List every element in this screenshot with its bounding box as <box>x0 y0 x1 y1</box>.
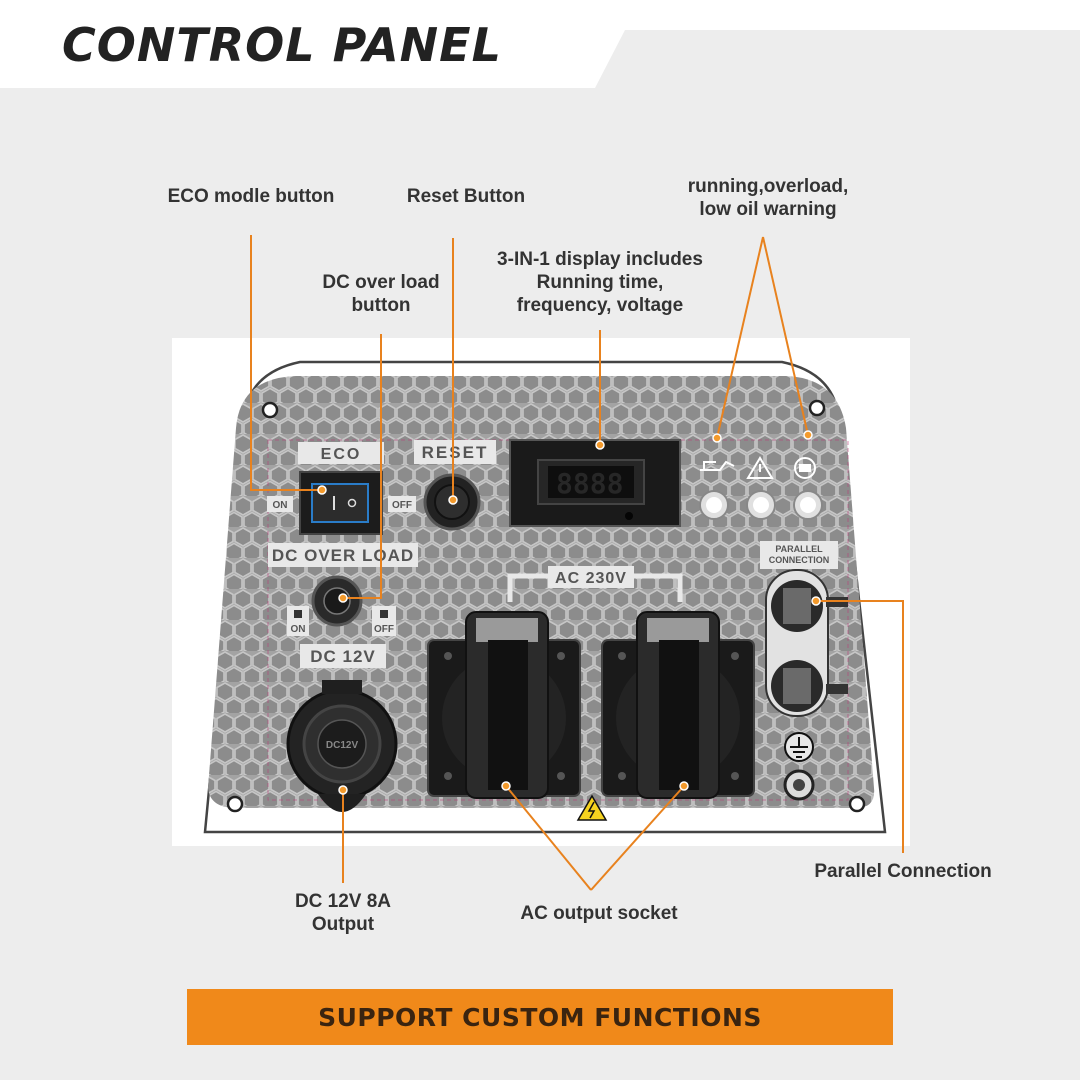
display-digits: 8888 <box>556 467 623 500</box>
running-indicator-icon <box>794 457 816 479</box>
parallel-label-2: CONNECTION <box>769 555 830 565</box>
parallel-label-1: PARALLEL <box>775 544 823 554</box>
indicator-lamps <box>699 490 823 520</box>
oil-warning-icon <box>700 460 735 471</box>
overload-warning-icon <box>746 456 774 479</box>
high-voltage-warning-icon <box>576 794 608 821</box>
ac-socket-left <box>427 611 581 799</box>
callout-dc-overload: DC over load button <box>322 272 440 316</box>
dc12-cap-label: DC12V <box>326 740 359 751</box>
svg-text:8888: 8888 <box>556 467 623 500</box>
breaker-on-label: ON <box>291 624 306 635</box>
screw-icon <box>226 795 244 813</box>
callout-warning-lamps: running,overload, low oil warning <box>687 176 849 220</box>
eco-on-label: ON <box>273 500 288 511</box>
ac-label: AC 230V <box>555 570 627 587</box>
callout-reset-button: Reset Button <box>406 186 526 207</box>
callout-parallel-connection: Parallel Connection <box>814 861 992 882</box>
eco-label: ECO <box>321 446 362 463</box>
screw-icon <box>261 401 279 419</box>
screw-icon <box>808 399 826 417</box>
header-band <box>0 0 1080 88</box>
banner-text: SUPPORT CUSTOM FUNCTIONS <box>318 1002 762 1032</box>
dc-overload-label: DC OVER LOAD <box>272 546 414 565</box>
callout-display: 3-IN-1 display includes Running time, fr… <box>497 249 703 316</box>
dc12-label: DC 12V <box>310 647 376 666</box>
callout-dc-output: DC 12V 8A Output <box>294 891 392 935</box>
ac-socket-right <box>601 611 755 799</box>
breaker-off-label: OFF <box>374 624 394 635</box>
custom-functions-banner: SUPPORT CUSTOM FUNCTIONS <box>187 989 893 1045</box>
page-title: CONTROL PANEL <box>62 18 502 72</box>
callout-eco-button: ECO modle button <box>167 186 335 207</box>
callout-ac-socket: AC output socket <box>520 903 678 924</box>
ground-icon <box>784 732 814 762</box>
eco-off-label: OFF <box>392 500 412 511</box>
screw-icon <box>848 795 866 813</box>
